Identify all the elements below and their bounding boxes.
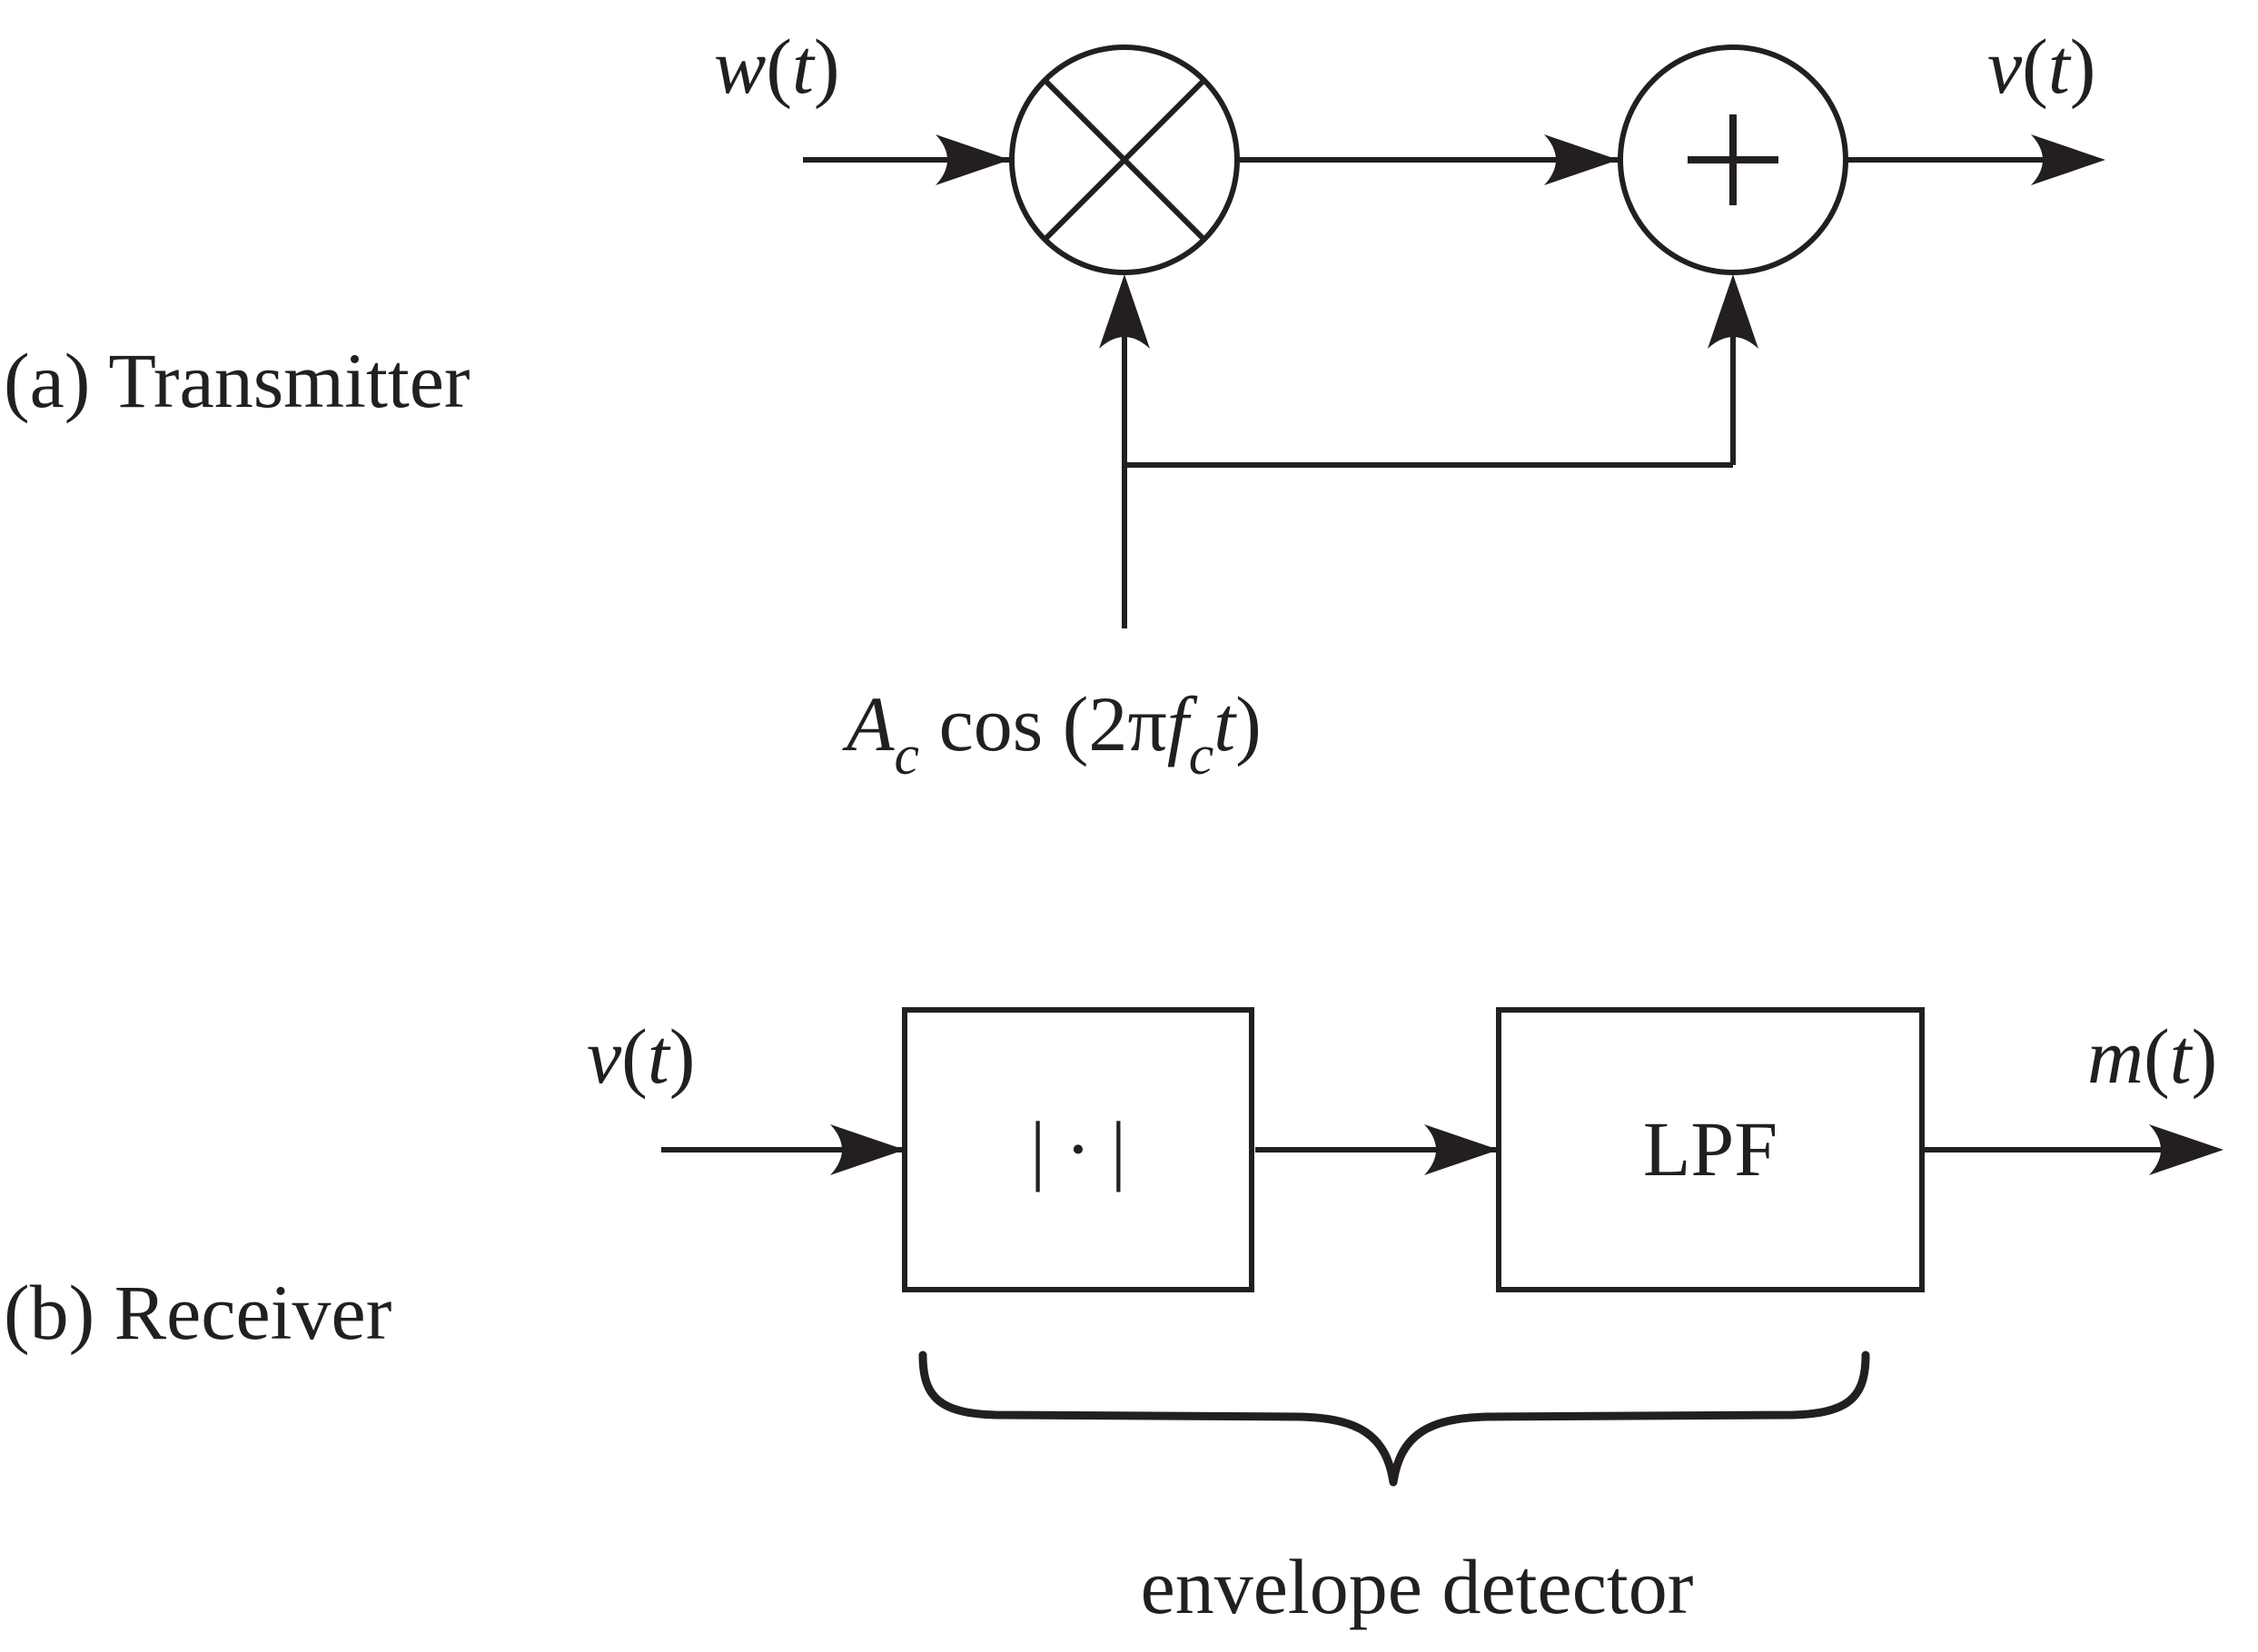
transmitter-input-signal-label: w(t) xyxy=(714,23,840,110)
carrier-signal-label: Ac cos (2πfct) xyxy=(842,680,1262,786)
transmitter-label: (a) Transmitter xyxy=(4,337,470,424)
transmitter-wires xyxy=(803,157,2096,628)
envelope-detector-brace xyxy=(918,1350,1870,1487)
multiplier-node xyxy=(1009,45,1240,275)
lpf-block: LPF xyxy=(1496,1007,1925,1292)
arrowhead-output xyxy=(2031,134,2105,185)
abs-block-label: | · | xyxy=(1030,1105,1126,1192)
arrowhead-carrier-into-adder xyxy=(1708,274,1758,349)
multiplier-cross-stroke-2 xyxy=(1042,77,1207,242)
arrowhead-into-abs-block xyxy=(830,1124,905,1175)
receiver-input-signal-label: v(t) xyxy=(587,1013,695,1100)
adder-node xyxy=(1618,45,1848,275)
arrowhead-into-lpf-block xyxy=(1424,1124,1499,1175)
envelope-detector-label: envelope detector xyxy=(1141,1543,1694,1630)
arrowhead-receiver-output xyxy=(2149,1124,2223,1175)
lpf-block-label: LPF xyxy=(1643,1105,1778,1192)
transmitter-output-signal-label: v(t) xyxy=(1987,23,2095,110)
lpf-block-box xyxy=(1496,1007,1925,1292)
receiver-label: (b) Receiver xyxy=(4,1269,391,1356)
arrowhead-into-adder xyxy=(1544,134,1619,185)
receiver-arrowheads xyxy=(830,1124,2223,1175)
arrowhead-into-multiplier xyxy=(936,134,1010,185)
abs-block-box xyxy=(902,1007,1254,1292)
receiver-output-signal-label: m(t) xyxy=(2087,1013,2217,1100)
arrowhead-carrier-into-multiplier xyxy=(1099,274,1150,349)
abs-block: | · | xyxy=(902,1007,1254,1292)
transmitter-arrowheads xyxy=(936,134,2105,349)
